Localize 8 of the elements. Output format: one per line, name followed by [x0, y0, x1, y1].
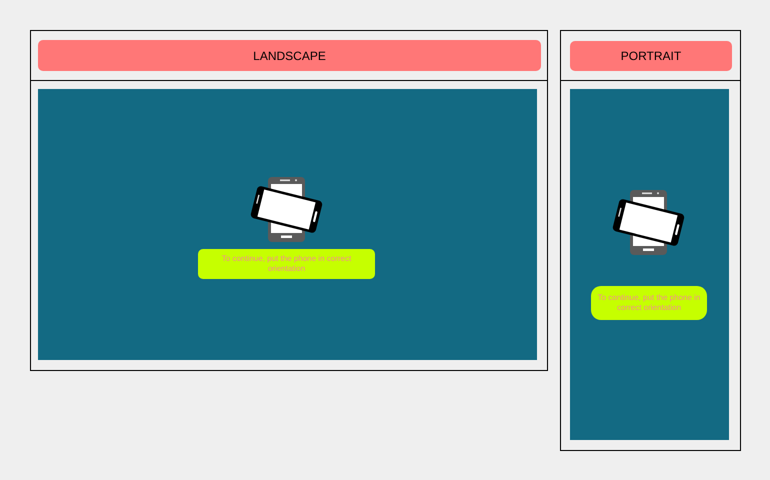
panel-frame	[30, 30, 548, 371]
message-banner: To continue, put the phone in correct orientation	[198, 249, 375, 279]
header-bar: LANDSCAPE	[38, 40, 541, 71]
message-banner: To continue, put the phone in correct orientation	[591, 286, 707, 320]
panel-frame	[560, 30, 741, 451]
header-bar: PORTRAIT	[570, 41, 732, 71]
screen-preview	[38, 89, 537, 360]
screen-preview	[570, 89, 729, 440]
